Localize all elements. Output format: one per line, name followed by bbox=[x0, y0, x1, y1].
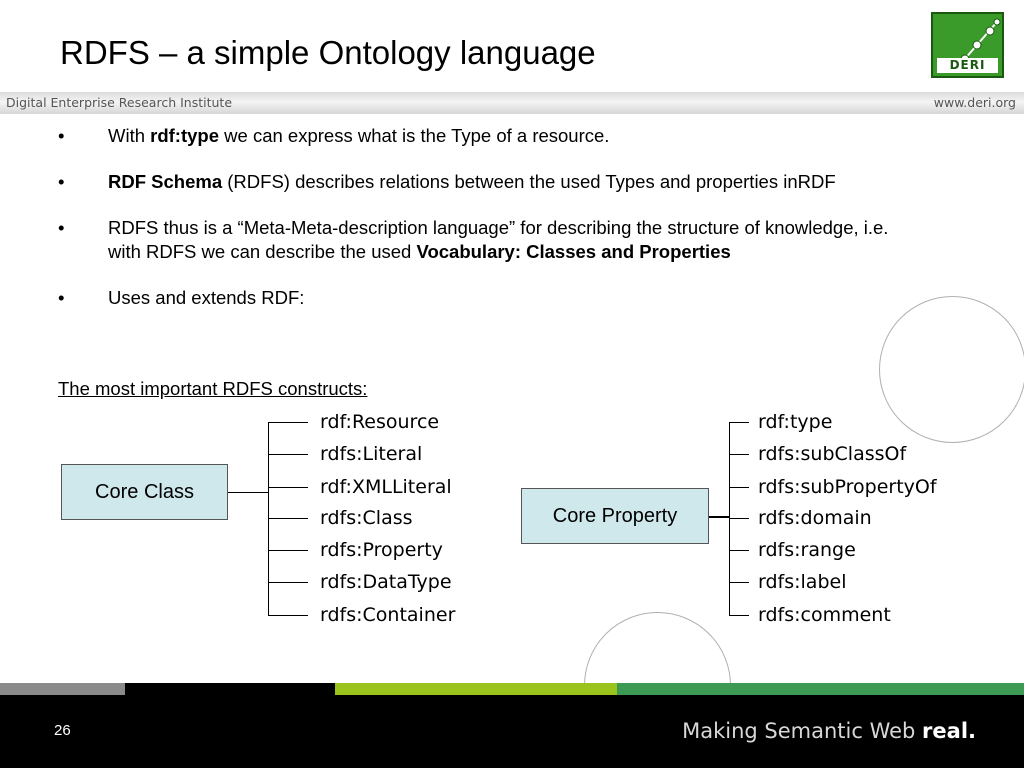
bracket-tick bbox=[268, 615, 308, 616]
tagline-prefix: Making Semantic Web bbox=[682, 719, 923, 743]
construct-label: rdfs:Container bbox=[320, 604, 456, 626]
core-property-box: Core Property bbox=[521, 488, 709, 544]
bracket-tick bbox=[268, 422, 308, 423]
slide-title: RDFS – a simple Ontology language bbox=[60, 34, 596, 71]
bracket-line bbox=[268, 422, 269, 616]
bullet-text: RDFS thus is a “Meta-Meta-description la… bbox=[108, 217, 889, 262]
bracket-line bbox=[729, 422, 730, 616]
bracket-tick bbox=[729, 582, 749, 583]
page-number: 26 bbox=[54, 722, 71, 739]
construct-label: rdfs:subPropertyOf bbox=[758, 476, 937, 498]
bracket-tick bbox=[268, 582, 308, 583]
bullet-text: (RDFS) describes relations between the u… bbox=[222, 171, 836, 192]
bracket-tick bbox=[729, 422, 749, 423]
bracket-tick bbox=[729, 454, 749, 455]
construct-label: rdfs:comment bbox=[758, 604, 891, 626]
bracket-tick bbox=[268, 454, 308, 455]
constructs-heading: The most important RDFS constructs: bbox=[58, 378, 368, 399]
bullet-item: • RDF Schema (RDFS) describes relations b… bbox=[58, 170, 918, 194]
footer-stripe-green bbox=[617, 683, 1024, 695]
construct-label: rdf:type bbox=[758, 411, 833, 433]
footer-stripe-lime bbox=[335, 683, 617, 695]
bullet-bold-text: Vocabulary: Classes and Properties bbox=[416, 241, 731, 262]
bullet-list: • With rdf:type we can express what is th… bbox=[58, 124, 918, 332]
construct-label: rdfs:DataType bbox=[320, 571, 452, 593]
bullet-item: • Uses and extends RDF: bbox=[58, 286, 918, 310]
bracket-tick bbox=[268, 518, 308, 519]
construct-label: rdf:Resource bbox=[320, 411, 440, 433]
footer-stripe-gray bbox=[0, 683, 125, 695]
bullet-marker: • bbox=[58, 217, 65, 238]
bullet-text: Uses and extends RDF: bbox=[108, 287, 305, 308]
bracket-tick bbox=[268, 550, 308, 551]
connector-line bbox=[709, 516, 729, 518]
website-url: www.deri.org bbox=[933, 95, 1016, 110]
tagline-bold: real. bbox=[922, 719, 976, 743]
tagline: Making Semantic Web real. bbox=[682, 719, 976, 743]
bullet-item: • With rdf:type we can express what is th… bbox=[58, 124, 918, 148]
footer: 26 Making Semantic Web real. bbox=[0, 695, 1024, 768]
connector-line bbox=[228, 492, 268, 493]
construct-label: rdfs:subClassOf bbox=[758, 443, 907, 465]
construct-label: rdfs:range bbox=[758, 539, 856, 561]
core-class-box: Core Class bbox=[61, 464, 228, 520]
bullet-marker: • bbox=[58, 125, 65, 146]
bracket-tick bbox=[268, 487, 308, 488]
bullet-bold-text: RDF Schema bbox=[108, 171, 223, 192]
decorative-circle bbox=[879, 296, 1024, 443]
bullet-text: With bbox=[108, 125, 151, 146]
construct-label: rdfs:domain bbox=[758, 507, 872, 529]
header-bar: Digital Enterprise Research Institute ww… bbox=[0, 92, 1024, 114]
bullet-text: we can express what is the Type of a res… bbox=[219, 125, 610, 146]
bullet-item: • RDFS thus is a “Meta-Meta-description l… bbox=[58, 216, 918, 264]
construct-label: rdfs:Literal bbox=[320, 443, 423, 465]
deri-logo: DERI bbox=[931, 12, 1004, 78]
construct-label: rdfs:label bbox=[758, 571, 847, 593]
construct-label: rdfs:Property bbox=[320, 539, 443, 561]
bullet-marker: • bbox=[58, 171, 65, 192]
bracket-tick bbox=[729, 487, 749, 488]
construct-label: rdf:XMLLiteral bbox=[320, 476, 452, 498]
logo-text: DERI bbox=[937, 58, 998, 73]
construct-label: rdfs:Class bbox=[320, 507, 413, 529]
bullet-marker: • bbox=[58, 287, 65, 308]
bracket-tick bbox=[729, 550, 749, 551]
bullet-bold-text: rdf:type bbox=[150, 125, 220, 146]
institute-name: Digital Enterprise Research Institute bbox=[6, 95, 233, 110]
bracket-tick bbox=[729, 615, 749, 616]
footer-stripe-black bbox=[125, 683, 335, 695]
bracket-tick bbox=[729, 518, 749, 519]
